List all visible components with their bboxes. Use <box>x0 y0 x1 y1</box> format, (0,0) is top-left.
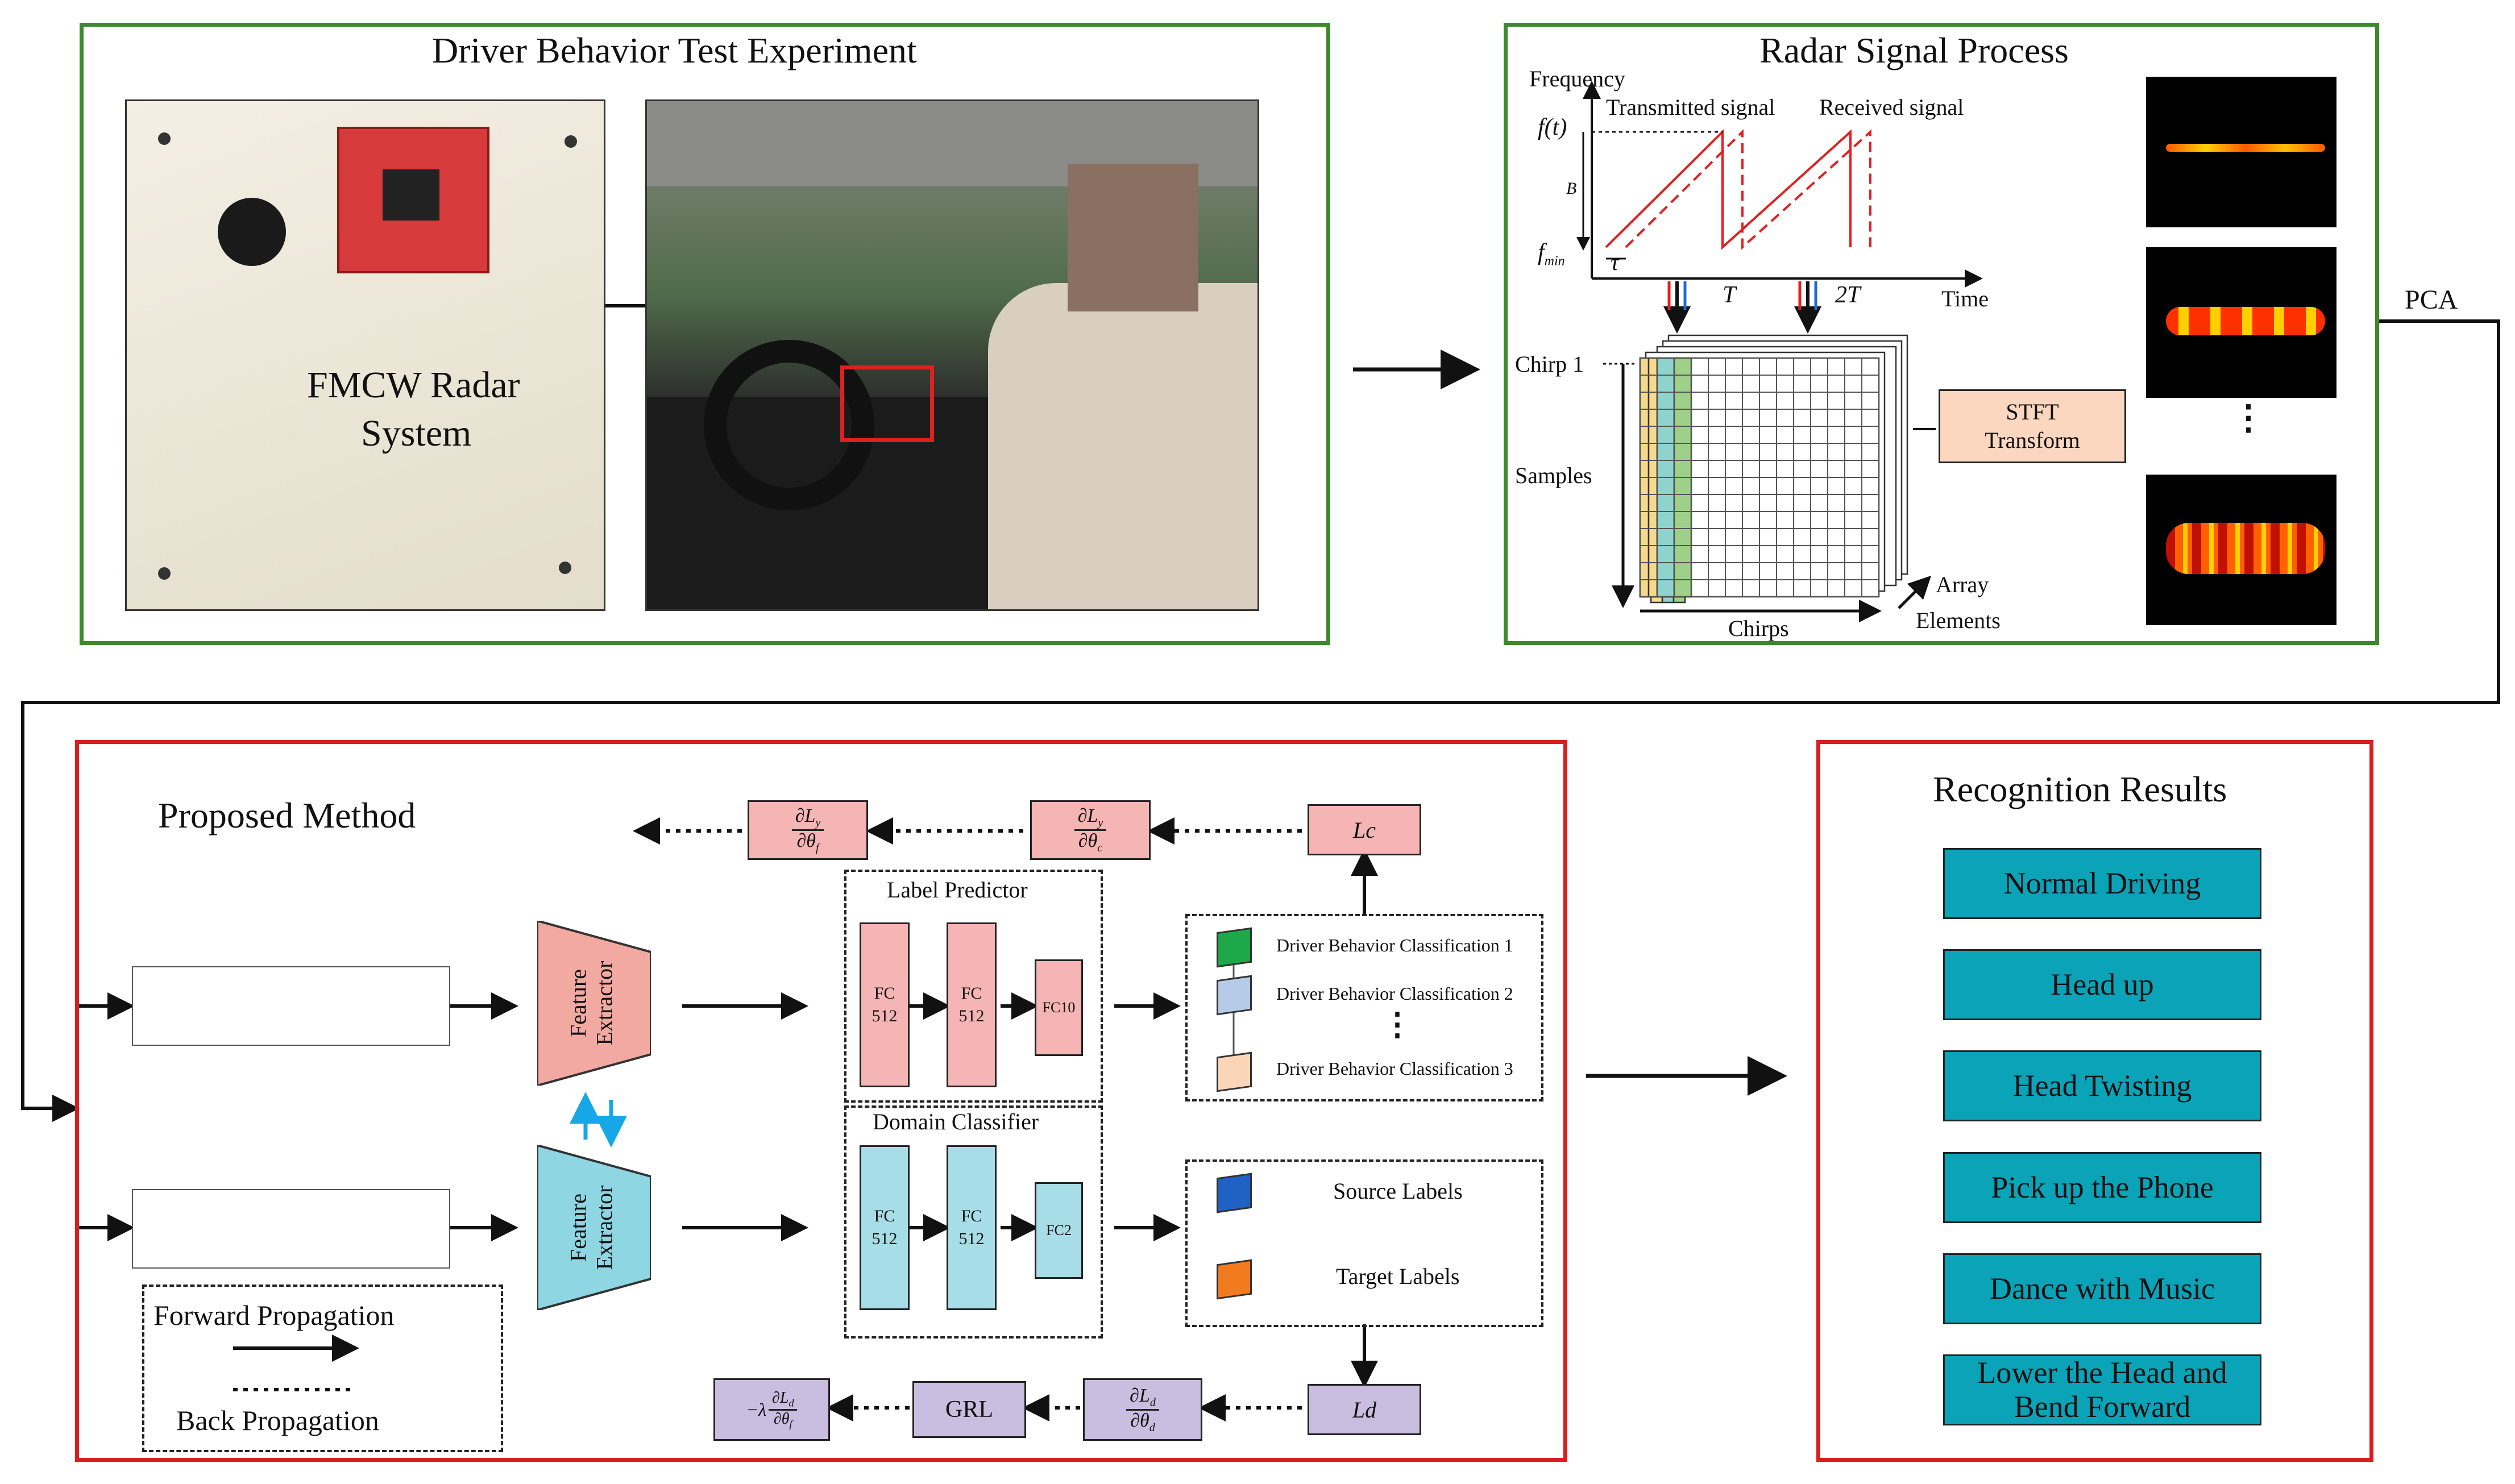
domain-output-group <box>1185 1159 1543 1327</box>
radar-chip <box>383 169 439 221</box>
feature-extractor-source-line2: Extractor <box>591 961 617 1046</box>
class-label-2: Driver Behavior Classification 2 <box>1276 983 1513 1004</box>
spectrogram-3 <box>2146 475 2336 625</box>
pca-label: PCA <box>2405 285 2458 315</box>
chirp-plot <box>1576 81 1983 334</box>
feature-extractor-source: Feature Extractor <box>537 921 651 1086</box>
radar-label-line2: System <box>361 413 472 454</box>
experiment-title: Driver Behavior Test Experiment <box>432 30 917 70</box>
domain-classifier-group <box>844 1105 1103 1338</box>
radar-process-panel <box>1504 23 2379 645</box>
propagation-legend <box>142 1285 503 1452</box>
proposed-method-panel <box>75 740 1567 1462</box>
radar-device-photo <box>125 99 605 611</box>
spectrogram-ellipsis: ⋮ <box>2231 399 2265 437</box>
cube-grid <box>1640 358 1879 597</box>
target-cube <box>1217 1259 1252 1300</box>
target-labels: Target Labels <box>1336 1263 1460 1289</box>
ld-box: Ld <box>1308 1384 1421 1435</box>
experiment-panel <box>80 23 1330 645</box>
grl-box: GRL <box>912 1381 1026 1438</box>
spectrogram-2 <box>2146 247 2336 398</box>
grad-ld-theta-d: ∂Ld∂θd <box>1083 1378 1202 1441</box>
radar-highlight-box <box>840 365 934 442</box>
camera-lens <box>218 198 286 266</box>
array-label: Array <box>1936 572 1989 597</box>
dc-fc2: FC2 <box>1035 1182 1083 1279</box>
domain-classifier-title: Domain Classifier <box>873 1109 1039 1134</box>
bandwidth-label: B <box>1566 179 1577 198</box>
signal-plot-target <box>132 1189 450 1269</box>
label-predictor-title: Label Predictor <box>887 877 1028 903</box>
chirp1-label: Chirp 1 <box>1515 351 1584 377</box>
lp-fc10: FC10 <box>1035 959 1083 1056</box>
feature-extractor-target: Feature Extractor <box>537 1145 651 1310</box>
frequency-label: Frequency <box>1529 66 1625 92</box>
time-label: Time <box>1941 286 1989 311</box>
ft-label: f(t) <box>1538 114 1567 140</box>
samples-label: Samples <box>1515 463 1592 488</box>
grad-lc-theta-c: ∂Ly∂θc <box>1030 800 1151 860</box>
period-t-label: T <box>1723 282 1736 308</box>
class-ellipsis: ⋮ <box>1381 1007 1413 1042</box>
result-lower-head-bend-forward: Lower the Head and Bend Forward <box>1943 1354 2261 1425</box>
driver-body <box>988 283 1258 609</box>
tau-label: τ <box>1611 250 1619 275</box>
signal-plot-source <box>132 966 450 1046</box>
forward-propagation-label: Forward Propagation <box>153 1299 395 1331</box>
feature-extractor-source-line1: Feature <box>565 969 591 1037</box>
result-normal-driving: Normal Driving <box>1943 848 2261 919</box>
grad-lambda-ld-theta-f: −λ ∂Ld∂θf <box>713 1378 830 1441</box>
source-cube <box>1217 1173 1252 1213</box>
spectrogram-1 <box>2146 77 2336 227</box>
feature-extractor-target-line2: Extractor <box>591 1185 617 1270</box>
chirps-label: Chirps <box>1728 616 1789 641</box>
grad-lc-theta-f: ∂Ly∂θf <box>748 800 868 860</box>
radar-label-line1: FMCW Radar <box>307 364 520 406</box>
feature-extractor-target-line1: Feature <box>565 1194 591 1262</box>
results-title: Recognition Results <box>1933 769 2227 809</box>
class-cube-2 <box>1217 975 1252 1016</box>
label-predictor-group <box>844 870 1103 1103</box>
class-cube-3 <box>1217 1051 1252 1092</box>
stft-line2: Transform <box>1985 427 2080 453</box>
method-title: Proposed Method <box>158 795 416 835</box>
result-pick-up-phone: Pick up the Phone <box>1943 1152 2261 1223</box>
car-interior-photo <box>645 99 1259 611</box>
received-signal-label: Received signal <box>1819 94 1964 120</box>
radar-process-title: Radar Signal Process <box>1759 30 2069 70</box>
transmitted-signal-label: Transmitted signal <box>1606 94 1775 120</box>
lc-box: Lc <box>1308 804 1421 855</box>
stft-transform-box: STFT Transform <box>1939 389 2126 463</box>
result-head-twisting: Head Twisting <box>1943 1050 2261 1121</box>
driver-face-blurred <box>1068 164 1198 311</box>
class-cube-1 <box>1217 927 1252 968</box>
class-label-3: Driver Behavior Classification 3 <box>1276 1058 1513 1079</box>
source-labels: Source Labels <box>1333 1178 1463 1204</box>
result-head-up: Head up <box>1943 949 2261 1020</box>
fmin-label: fmin <box>1538 239 1565 269</box>
elements-label: Elements <box>1916 608 2001 633</box>
pca-connector <box>21 319 2500 1122</box>
back-propagation-label: Back Propagation <box>176 1404 379 1436</box>
classification-output-group <box>1185 914 1543 1101</box>
period-2t-label: 2T <box>1835 282 1861 308</box>
result-dance-with-music: Dance with Music <box>1943 1253 2261 1324</box>
class-label-1: Driver Behavior Classification 1 <box>1276 935 1513 955</box>
stft-line1: STFT <box>2006 399 2059 425</box>
recognition-results-panel <box>1816 740 2373 1462</box>
